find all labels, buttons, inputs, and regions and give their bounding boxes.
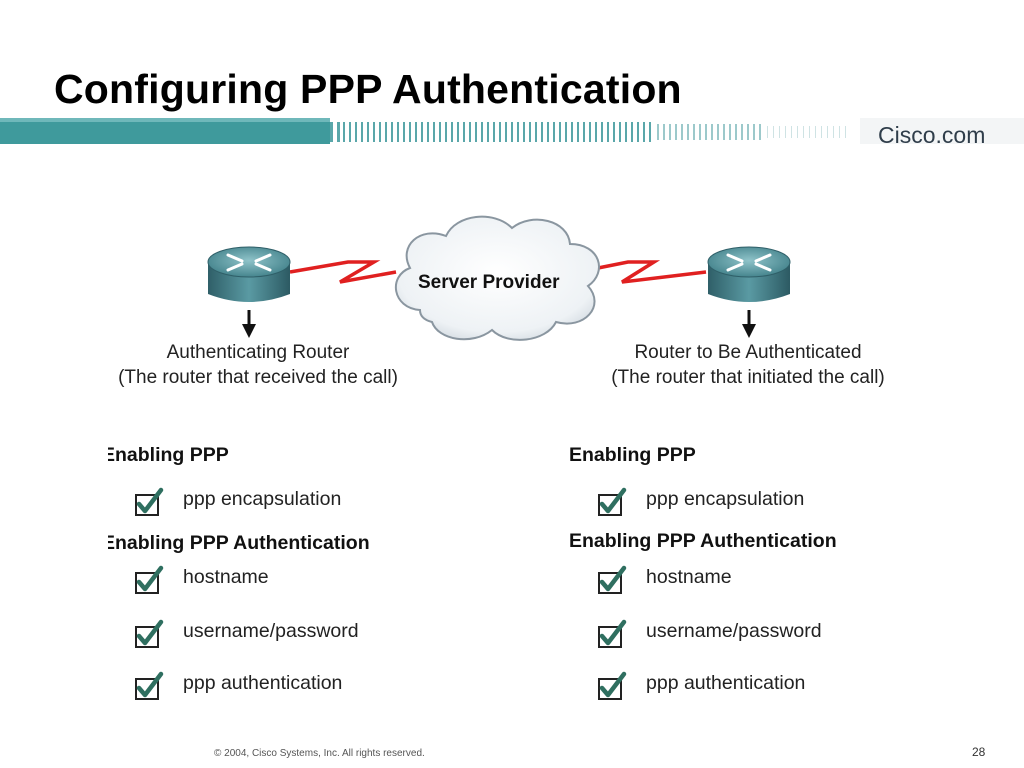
title-banner — [0, 118, 1024, 144]
left-router-name: Authenticating Router — [166, 342, 350, 363]
checkmark-icon — [134, 670, 166, 702]
right-router-name: Router to Be Authenticated — [634, 342, 862, 363]
left-hostname-label: hostname — [183, 566, 269, 588]
left-router-role: (The router that received the call) — [118, 367, 398, 388]
right-router-role: (The router that initiated the call) — [611, 367, 885, 388]
checkmark-icon — [597, 486, 629, 518]
right-router-caption: Router to Be Authenticated (The router t… — [590, 340, 906, 390]
checkmark-icon — [597, 670, 629, 702]
checkmark-icon — [597, 564, 629, 596]
checkmark-icon — [134, 618, 166, 650]
left-router-caption-clip: Authenticating Router (The router that r… — [108, 330, 408, 390]
right-hostname-label: hostname — [646, 566, 732, 588]
brand-logo-text: Cisco.com — [878, 122, 986, 148]
network-diagram — [206, 215, 792, 341]
slide-title: Configuring PPP Authentication — [54, 66, 682, 112]
left-checklist: Enabling PPP ppp encapsulation Enabling … — [108, 0, 438, 768]
checkmark-icon — [597, 618, 629, 650]
cloud-label: Server Provider — [418, 272, 560, 293]
serial-link-left — [289, 260, 397, 284]
serial-link-right — [587, 260, 707, 284]
right-username-label: username/password — [646, 620, 822, 642]
right-authentication-label: ppp authentication — [646, 672, 806, 694]
checkmark-icon — [134, 486, 166, 518]
left-enabling-ppp-heading: Enabling PPP — [108, 444, 229, 466]
left-encapsulation-label: ppp encapsulation — [183, 488, 342, 510]
right-enabling-ppp-heading: Enabling PPP — [569, 444, 696, 466]
page-number: 28 — [972, 745, 986, 759]
left-router-caption: Authenticating Router (The router that r… — [108, 340, 408, 390]
right-encapsulation-label: ppp encapsulation — [646, 488, 805, 510]
right-down-arrow — [742, 310, 756, 338]
left-username-label: username/password — [183, 620, 359, 642]
right-checklist: Enabling PPP ppp encapsulation Enabling … — [569, 0, 899, 768]
left-enabling-auth-heading: Enabling PPP Authentication — [108, 532, 370, 554]
copyright-footer: © 2004, Cisco Systems, Inc. All rights r… — [214, 748, 425, 759]
left-down-arrow — [242, 310, 256, 338]
right-enabling-auth-heading: Enabling PPP Authentication — [569, 530, 837, 552]
service-provider-cloud — [394, 215, 600, 341]
checkmark-icon — [134, 564, 166, 596]
left-authentication-label: ppp authentication — [183, 672, 343, 694]
